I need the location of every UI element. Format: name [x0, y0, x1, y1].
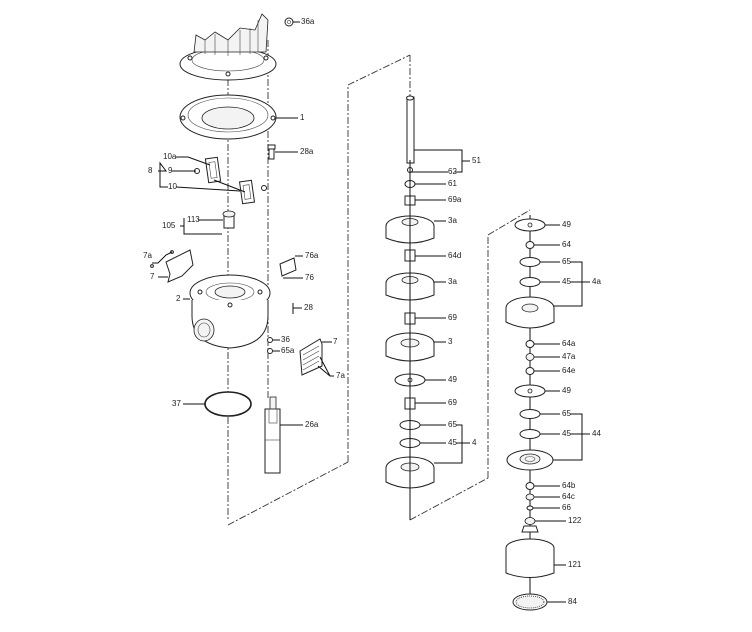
sensor-26a: [264, 396, 281, 474]
ring-65-r1: [519, 257, 541, 267]
label-61: 61: [448, 179, 457, 188]
label-3a-mid: 3a: [448, 277, 457, 286]
label-105: 105: [162, 221, 176, 230]
washer-66: [526, 505, 534, 511]
label-76: 76: [305, 273, 314, 282]
nut-36a: [284, 17, 294, 27]
leader-lines: [152, 21, 590, 603]
label-66: 66: [562, 503, 571, 512]
bolt-28a: [267, 144, 276, 160]
fitting-105: [222, 210, 236, 229]
label-65-r1: 65: [562, 257, 571, 266]
label-64a: 64a: [562, 339, 576, 348]
label-69-bottom: 69: [448, 398, 457, 407]
label-84: 84: [568, 597, 577, 606]
shaft-51: [406, 95, 415, 164]
bearing-64c: [525, 493, 535, 501]
label-113: 113: [187, 215, 200, 224]
washers-36-65a: [267, 337, 273, 354]
label-28: 28: [304, 303, 313, 312]
o-ring-37: [204, 391, 252, 417]
label-47a: 47a: [562, 352, 576, 361]
label-28a: 28a: [300, 147, 314, 156]
label-3a-top: 3a: [448, 216, 457, 225]
label-122: 122: [568, 516, 582, 525]
top-cover: [179, 13, 277, 81]
label-45-r2: 45: [562, 429, 571, 438]
bearing-64: [525, 241, 535, 249]
label-64d: 64d: [448, 251, 462, 260]
label-7a-right: 7a: [336, 371, 345, 380]
label-76a: 76a: [305, 251, 319, 260]
label-51: 51: [472, 156, 481, 165]
label-8: 8: [148, 166, 153, 175]
bearing-64e: [525, 367, 535, 375]
panel-7-left: [150, 249, 194, 283]
label-36: 36: [281, 335, 290, 344]
panel-76: [279, 257, 297, 277]
label-45-r1: 45: [562, 277, 571, 286]
label-49-r2: 49: [562, 386, 571, 395]
label-62: 62: [448, 167, 457, 176]
label-65-mid: 65: [448, 420, 457, 429]
impeller-4a: [505, 296, 555, 329]
ring-45-r2: [519, 429, 541, 439]
label-9: 9: [168, 166, 173, 175]
label-36a: 36a: [301, 17, 315, 26]
label-121: 121: [568, 560, 582, 569]
label-45-mid: 45: [448, 438, 457, 447]
coupling-122: [521, 517, 539, 533]
ring-part-1: [179, 94, 277, 140]
label-26a: 26a: [305, 420, 319, 429]
label-49-r1: 49: [562, 220, 571, 229]
label-44: 44: [592, 429, 601, 438]
label-49-mid: 49: [448, 375, 457, 384]
bracket-assembly: [194, 156, 267, 205]
bearing-47a: [525, 353, 535, 361]
housing-part-2: [189, 274, 271, 349]
label-2: 2: [176, 294, 181, 303]
label-7-right: 7: [333, 337, 338, 346]
label-64e: 64e: [562, 366, 576, 375]
disc-49-r2: [514, 384, 546, 398]
bearing-64a: [525, 340, 535, 348]
cup-121: [505, 538, 555, 578]
panel-7-right: [299, 338, 323, 376]
impeller-44: [506, 449, 554, 471]
label-7a-left: 7a: [143, 251, 152, 260]
label-65a: 65a: [281, 346, 295, 355]
label-64: 64: [562, 240, 571, 249]
ring-65-r2: [519, 409, 541, 419]
label-69-top: 69: [448, 313, 457, 322]
label-1: 1: [300, 113, 305, 122]
label-10a: 10a: [163, 152, 177, 161]
label-64c: 64c: [562, 492, 575, 501]
label-4a: 4a: [592, 277, 601, 286]
label-7-left: 7: [150, 272, 155, 281]
label-69a: 69a: [448, 195, 462, 204]
label-10: 10: [168, 182, 177, 191]
screen-84: [512, 593, 548, 611]
label-37: 37: [172, 399, 181, 408]
label-64b: 64b: [562, 481, 576, 490]
label-3: 3: [448, 337, 453, 346]
label-4: 4: [472, 438, 477, 447]
bearing-64b: [525, 482, 535, 490]
disc-49-r1: [514, 218, 546, 232]
ring-45-r1: [519, 277, 541, 287]
label-65-r2: 65: [562, 409, 571, 418]
